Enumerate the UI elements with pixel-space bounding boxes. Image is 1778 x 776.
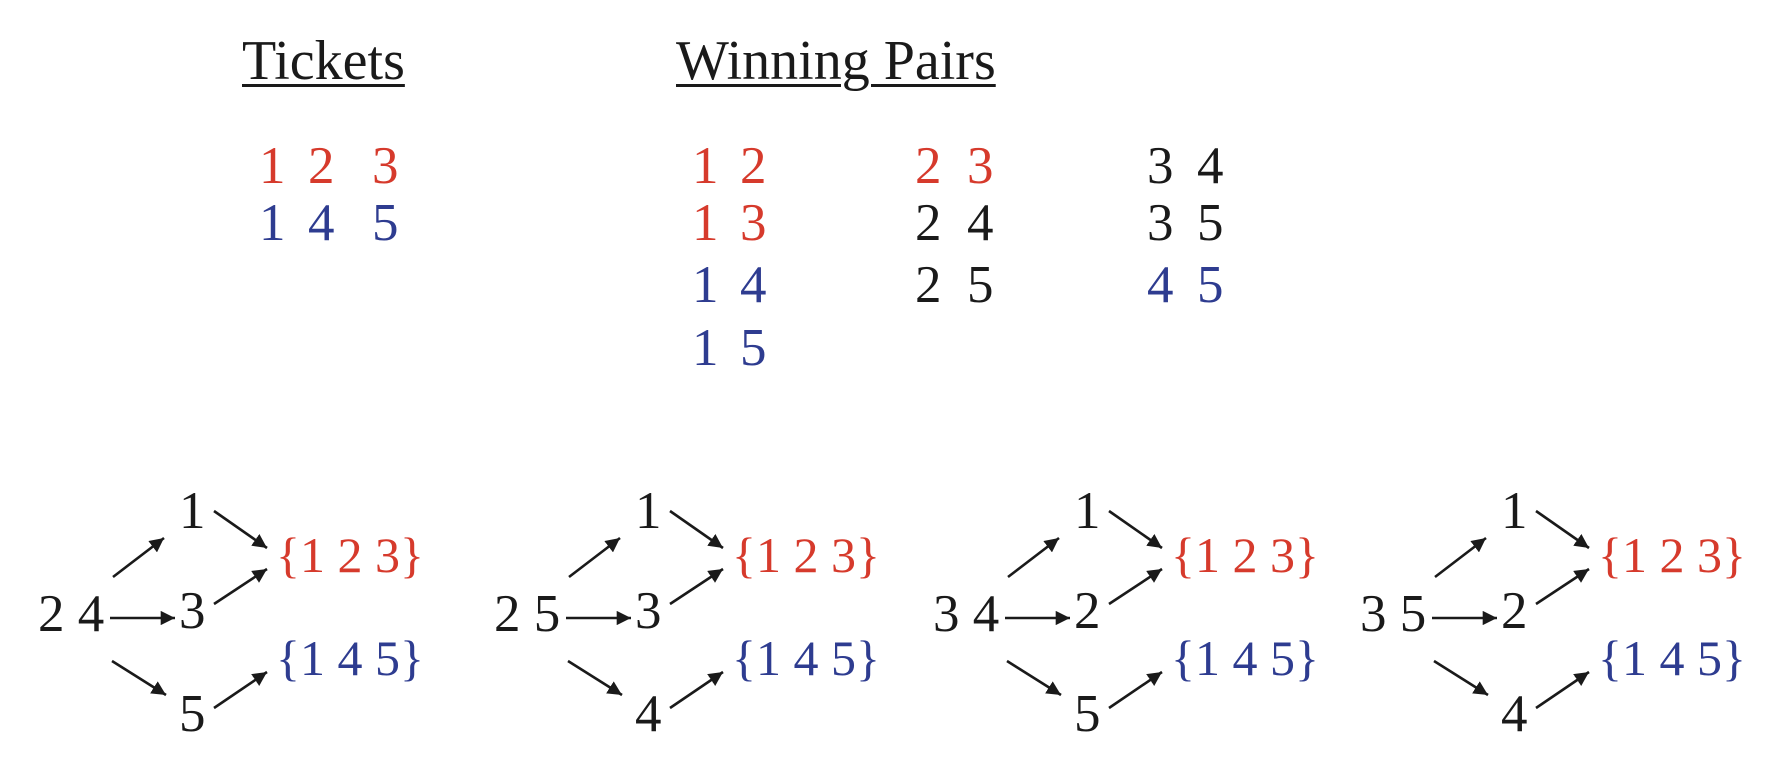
- intermediate-node: 5: [1074, 685, 1101, 743]
- arrow: [568, 536, 621, 579]
- pair-number: 2: [740, 137, 767, 195]
- intermediate-node: 5: [179, 685, 206, 743]
- source-pair: 2 5: [494, 585, 561, 643]
- pair-number: 2: [915, 256, 942, 314]
- intermediate-node: 3: [635, 582, 662, 640]
- ticket-set: {1 4 5}: [1598, 630, 1746, 686]
- arrow: [213, 567, 268, 606]
- pair-number: 3: [1147, 137, 1174, 195]
- pair-number: 4: [740, 256, 767, 314]
- arrow: [1108, 509, 1163, 550]
- intermediate-node: 1: [1074, 482, 1101, 540]
- arrow: [1006, 659, 1062, 697]
- arrow: [1535, 509, 1590, 550]
- ticket-set: {1 2 3}: [732, 527, 880, 583]
- arrow: [669, 567, 724, 606]
- arrow: [1433, 659, 1489, 697]
- winning-pairs-heading: Winning Pairs: [676, 30, 996, 92]
- pair-number: 3: [740, 194, 767, 252]
- arrow: [1434, 536, 1487, 579]
- pair-number: 1: [692, 319, 719, 377]
- ticket-set: {1 2 3}: [1598, 527, 1746, 583]
- pair-number: 1: [692, 256, 719, 314]
- arrow: [669, 670, 724, 710]
- pair-number: 4: [967, 194, 994, 252]
- source-pair: 2 4: [38, 585, 105, 643]
- ticket-set: {1 4 5}: [1171, 630, 1319, 686]
- ticket-set: {1 2 3}: [276, 527, 424, 583]
- pair-number: 5: [1197, 256, 1224, 314]
- source-pair: 3 5: [1360, 585, 1427, 643]
- arrow: [213, 509, 268, 550]
- pair-number: 5: [1197, 194, 1224, 252]
- arrow: [1535, 567, 1590, 606]
- ticket-number: 2: [308, 137, 335, 195]
- pair-number: 3: [967, 137, 994, 195]
- intermediate-node: 2: [1501, 582, 1528, 640]
- pair-number: 5: [967, 256, 994, 314]
- ticket-set: {1 2 3}: [1171, 527, 1319, 583]
- ticket-set: {1 4 5}: [276, 630, 424, 686]
- arrow: [1108, 567, 1163, 606]
- tickets-heading: Tickets: [242, 30, 405, 92]
- ticket-number: 4: [308, 194, 335, 252]
- pair-number: 5: [740, 319, 767, 377]
- ticket-number: 1: [259, 137, 286, 195]
- ticket-number: 1: [259, 194, 286, 252]
- ticket-number: 3: [372, 137, 399, 195]
- ticket-number: 5: [372, 194, 399, 252]
- arrow: [1108, 670, 1163, 710]
- intermediate-node: 4: [1501, 685, 1528, 743]
- source-pair: 3 4: [933, 585, 1000, 643]
- intermediate-node: 3: [179, 582, 206, 640]
- arrow: [111, 659, 167, 697]
- pair-number: 4: [1197, 137, 1224, 195]
- ticket-set: {1 4 5}: [732, 630, 880, 686]
- intermediate-node: 1: [1501, 482, 1528, 540]
- intermediate-node: 2: [1074, 582, 1101, 640]
- pair-number: 4: [1147, 256, 1174, 314]
- intermediate-node: 4: [635, 685, 662, 743]
- arrow: [1535, 670, 1590, 710]
- arrow: [567, 659, 623, 697]
- intermediate-node: 1: [179, 482, 206, 540]
- pair-number: 2: [915, 137, 942, 195]
- arrow: [669, 509, 724, 550]
- arrow: [112, 536, 165, 579]
- pair-number: 3: [1147, 194, 1174, 252]
- pair-number: 1: [692, 194, 719, 252]
- pair-number: 1: [692, 137, 719, 195]
- pair-number: 2: [915, 194, 942, 252]
- intermediate-node: 1: [635, 482, 662, 540]
- arrow: [213, 670, 268, 710]
- arrow: [1007, 536, 1060, 579]
